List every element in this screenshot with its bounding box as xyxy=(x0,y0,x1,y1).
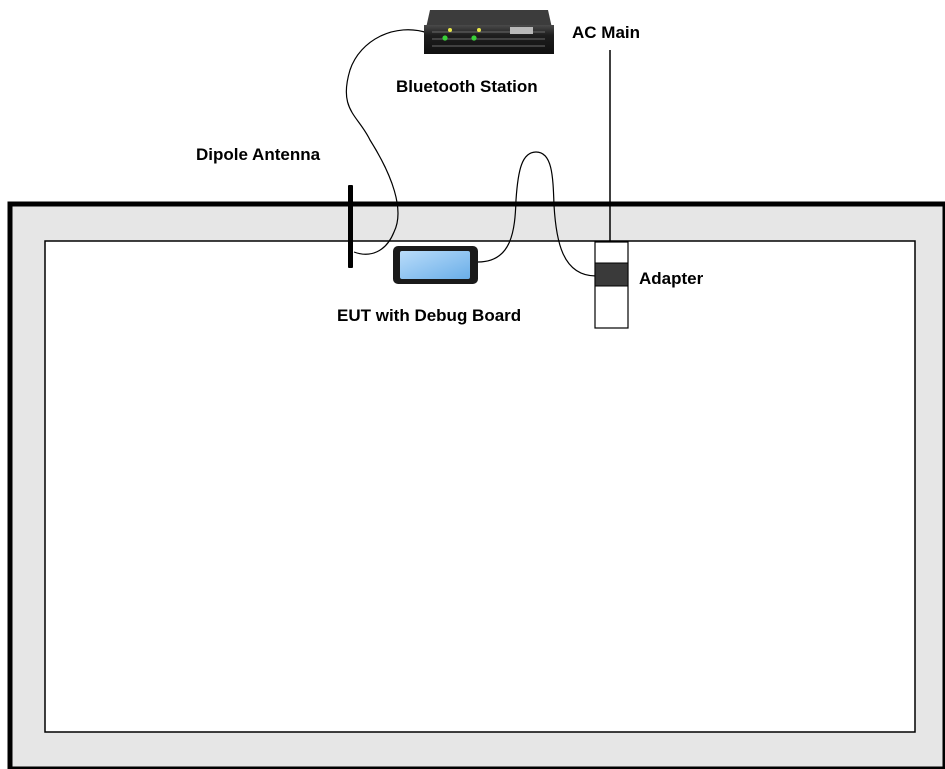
label-ac-main: AC Main xyxy=(572,23,640,42)
chamber-inner-area xyxy=(44,240,916,733)
antenna-cable xyxy=(345,29,429,255)
dipole-antenna xyxy=(348,185,353,268)
eut-adapter-cable xyxy=(477,151,597,277)
label-adapter: Adapter xyxy=(639,269,704,288)
eut-device-icon xyxy=(393,246,478,284)
label-eut: EUT with Debug Board xyxy=(337,306,521,325)
label-bluetooth-station: Bluetooth Station xyxy=(396,77,538,96)
bluetooth-station-icon xyxy=(424,10,554,54)
adapter-icon xyxy=(594,241,629,329)
label-dipole-antenna: Dipole Antenna xyxy=(196,145,321,164)
